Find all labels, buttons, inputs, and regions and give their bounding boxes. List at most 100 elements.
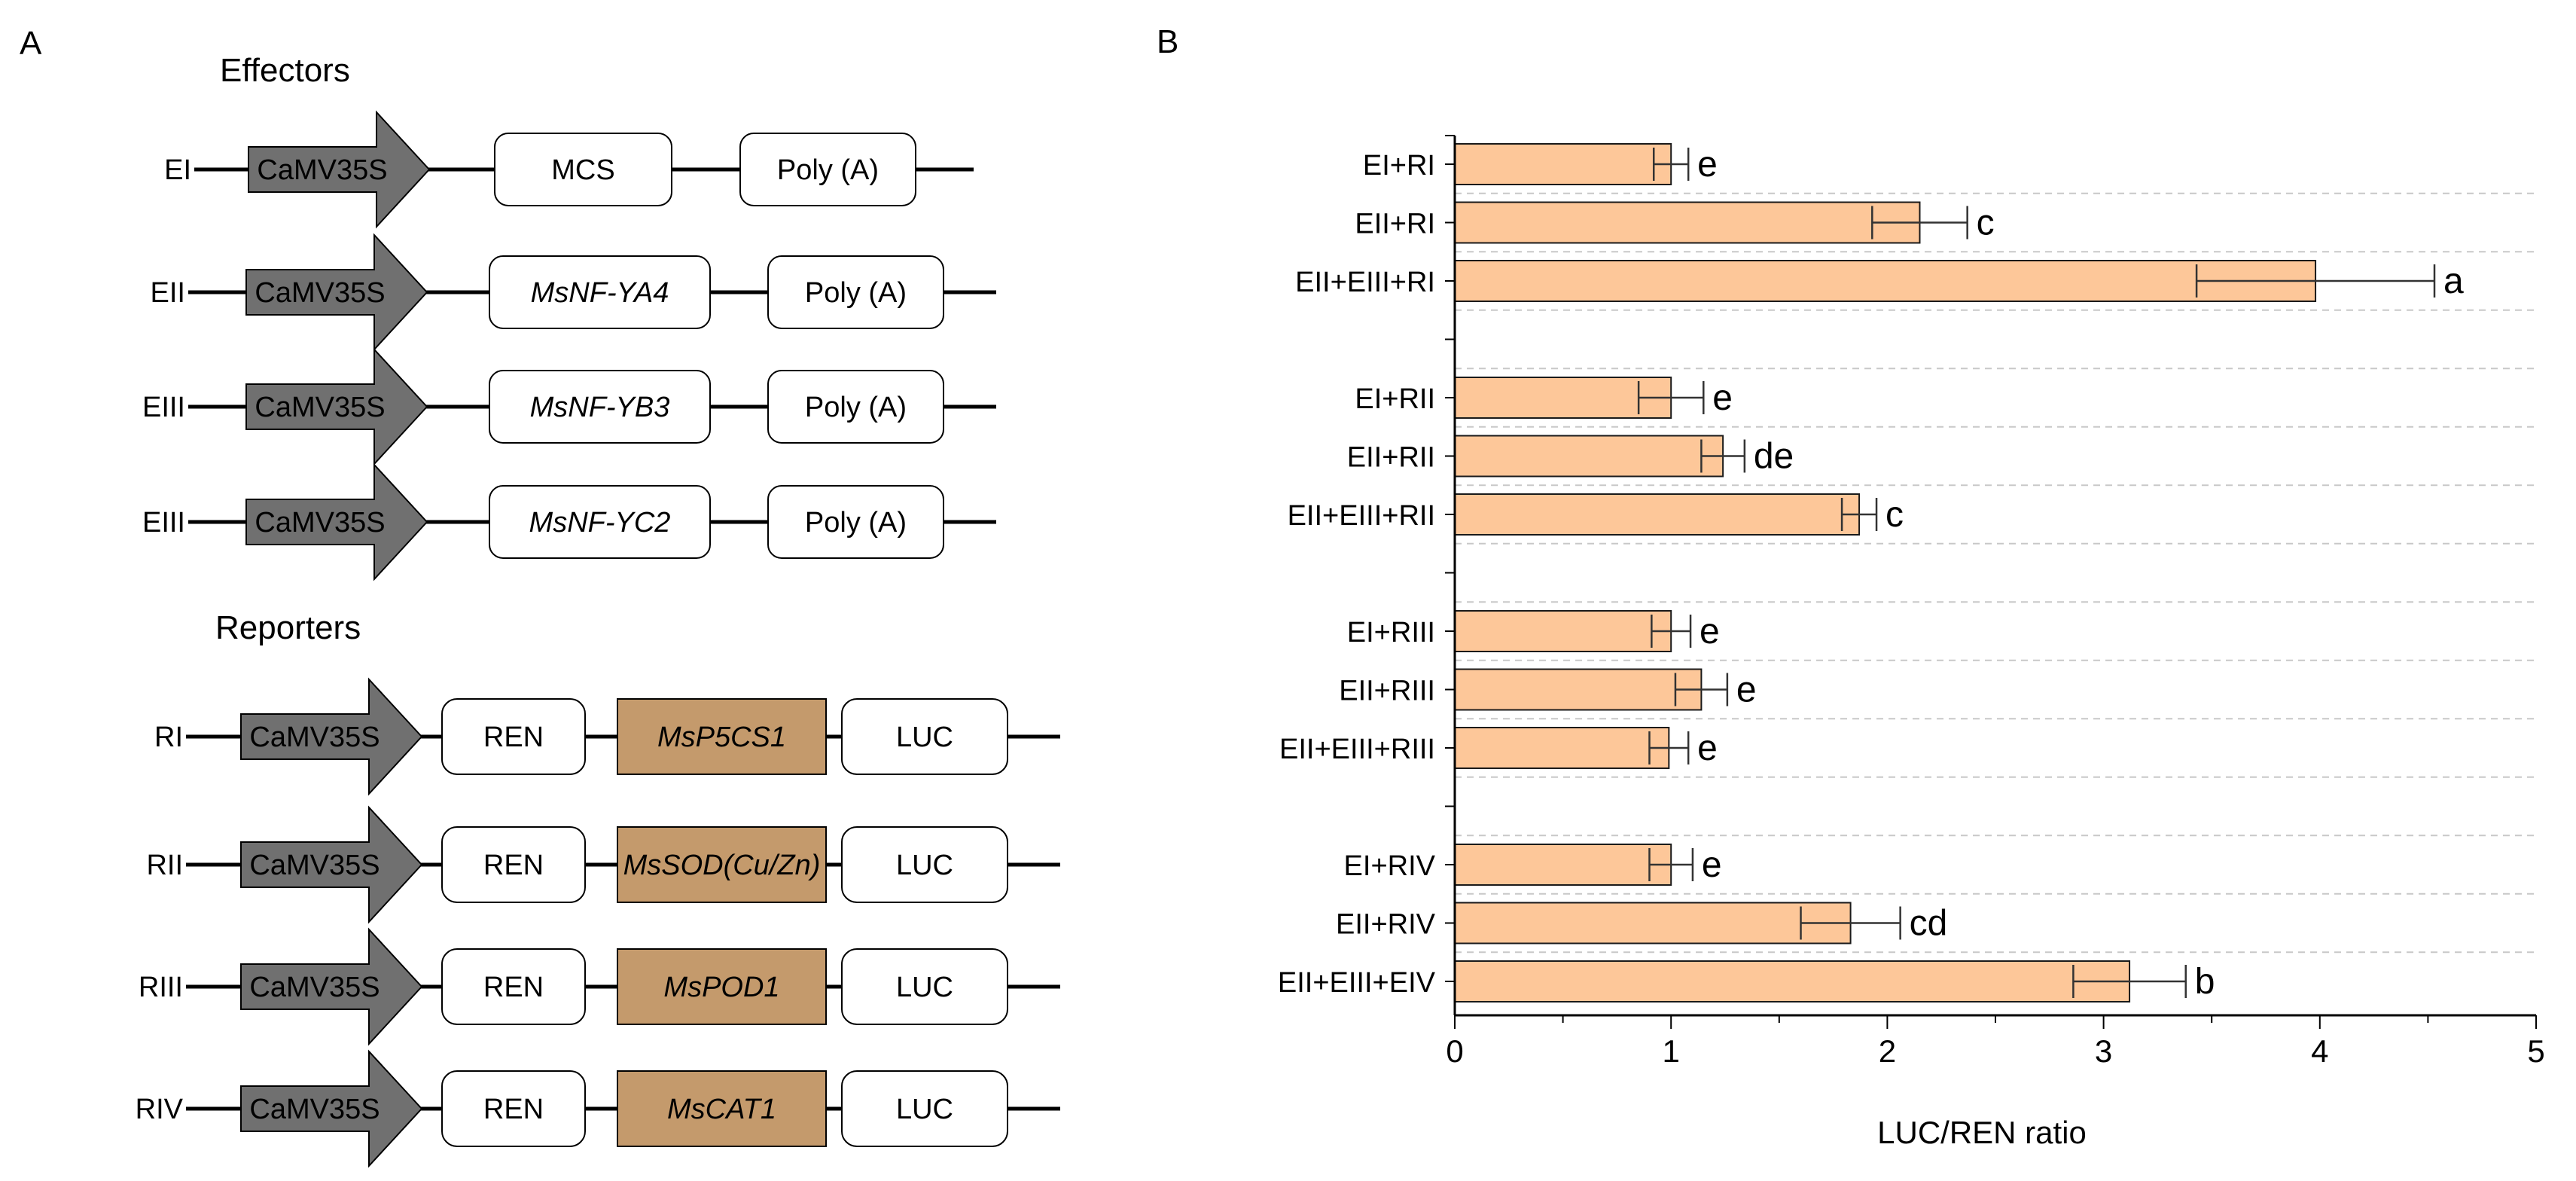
- bar-group: de: [1454, 435, 1794, 478]
- promoter-label: CaMV35S: [249, 722, 380, 753]
- insert-box: [489, 255, 711, 329]
- gene-box: [617, 948, 827, 1025]
- bar: [1454, 143, 1672, 185]
- promoter-arrow: [240, 805, 423, 924]
- reporter-name: RI: [154, 722, 183, 753]
- significance-letter: a: [2443, 261, 2464, 301]
- category-label: EII+RI: [1355, 209, 1435, 240]
- reporter-construct: RI CaMV35S REN MsP5CS1 LUC: [154, 677, 1060, 796]
- significance-letter: cd: [1910, 904, 1948, 944]
- bar-group: c: [1454, 493, 1904, 536]
- effector-name: EII: [151, 277, 185, 309]
- bar: [1454, 435, 1724, 478]
- polya-box: [767, 485, 944, 559]
- significance-letter: c: [1977, 203, 1995, 243]
- insert-box: [489, 370, 711, 444]
- bar-group: a: [1454, 260, 2464, 302]
- ren-box-label: REN: [483, 722, 544, 753]
- reporter-name: RII: [146, 850, 183, 881]
- ren-box: [441, 826, 586, 903]
- polya-box-label: Poly (A): [805, 507, 907, 539]
- bar-chart: B LUC/REN ratio eEI+RIcEII+RIaEII+EIII+R…: [1157, 23, 2545, 1150]
- bar-group: e: [1454, 143, 1718, 185]
- bar: [1454, 902, 1852, 944]
- bar: [1454, 668, 1703, 711]
- luc-box-label: LUC: [896, 972, 953, 1003]
- promoter-arrow: [248, 110, 431, 229]
- bar-group: c: [1454, 201, 1995, 244]
- promoter-label: CaMV35S: [255, 507, 385, 539]
- category-label: EII+RII: [1347, 442, 1435, 474]
- category-label: EII+EIII+RIII: [1279, 734, 1435, 765]
- promoter-arrow: [245, 462, 428, 581]
- luc-box: [841, 698, 1008, 775]
- gene-box-label: MsCAT1: [667, 1094, 776, 1125]
- gene-box: [617, 698, 827, 775]
- promoter-arrow: [240, 677, 423, 796]
- polya-box-label: Poly (A): [777, 154, 879, 186]
- reporters-heading: Reporters: [215, 609, 361, 646]
- promoter-label: CaMV35S: [255, 392, 385, 423]
- category-label: EII+EIII+RI: [1295, 267, 1435, 298]
- promoter-label: CaMV35S: [255, 277, 385, 309]
- significance-letter: de: [1754, 437, 1794, 477]
- luc-box-label: LUC: [896, 722, 953, 753]
- significance-letter: c: [1886, 495, 1904, 535]
- polya-box: [767, 370, 944, 444]
- significance-letter: e: [1697, 728, 1718, 768]
- promoter-label: CaMV35S: [249, 972, 380, 1003]
- luc-box: [841, 826, 1008, 903]
- bar: [1454, 260, 2317, 302]
- category-label: EI+RI: [1363, 150, 1435, 182]
- gene-box-label: MsP5CS1: [657, 722, 786, 753]
- category-label: EII+RIII: [1339, 676, 1435, 707]
- promoter-arrow: [240, 1049, 423, 1168]
- x-tick-label: 3: [2095, 1033, 2112, 1069]
- effector-name: EIII: [142, 392, 185, 423]
- significance-letter: e: [1697, 145, 1718, 185]
- gene-box: [617, 1070, 827, 1147]
- bar: [1454, 960, 2131, 1002]
- gene-box-label: MsPOD1: [663, 972, 779, 1003]
- effectors-heading: Effectors: [220, 52, 350, 89]
- promoter-arrow: [245, 347, 428, 466]
- promoter-label: CaMV35S: [249, 850, 380, 881]
- bar: [1454, 201, 1921, 244]
- gene-box-label: MsSOD(Cu/Zn): [623, 850, 821, 881]
- bar-group: e: [1454, 610, 1720, 652]
- promoter-arrow: [240, 927, 423, 1046]
- category-label: EII+RIV: [1336, 909, 1436, 941]
- luc-box: [841, 948, 1008, 1025]
- category-label: EI+RII: [1355, 383, 1435, 415]
- promoter-label: CaMV35S: [249, 1094, 380, 1125]
- x-axis-label: LUC/REN ratio: [1877, 1115, 2087, 1150]
- effector-name: EIII: [142, 507, 185, 539]
- ren-box-label: REN: [483, 1094, 544, 1125]
- polya-box-label: Poly (A): [805, 392, 907, 423]
- luc-box-label: LUC: [896, 1094, 953, 1125]
- bar-group: e: [1454, 844, 1722, 886]
- luc-box: [841, 1070, 1008, 1147]
- x-tick-label: 5: [2527, 1033, 2544, 1069]
- significance-letter: e: [1736, 670, 1757, 710]
- significance-letter: b: [2195, 962, 2215, 1002]
- effector-construct: EIII CaMV35S MsNF-YB3 Poly (A): [142, 347, 996, 466]
- insert-box-label: MsNF-YA4: [531, 277, 669, 309]
- bar-group: e: [1454, 668, 1757, 711]
- bar: [1454, 727, 1670, 769]
- bar-group: b: [1454, 960, 2215, 1002]
- significance-letter: e: [1712, 378, 1733, 418]
- x-tick-label: 2: [1879, 1033, 1896, 1069]
- x-tick-label: 0: [1446, 1033, 1463, 1069]
- insert-box-label: MsNF-YB3: [530, 392, 670, 423]
- luc-box-label: LUC: [896, 850, 953, 881]
- ren-box-label: REN: [483, 972, 544, 1003]
- insert-box: [494, 133, 672, 206]
- significance-letter: e: [1700, 612, 1720, 652]
- effector-name: EI: [164, 154, 191, 186]
